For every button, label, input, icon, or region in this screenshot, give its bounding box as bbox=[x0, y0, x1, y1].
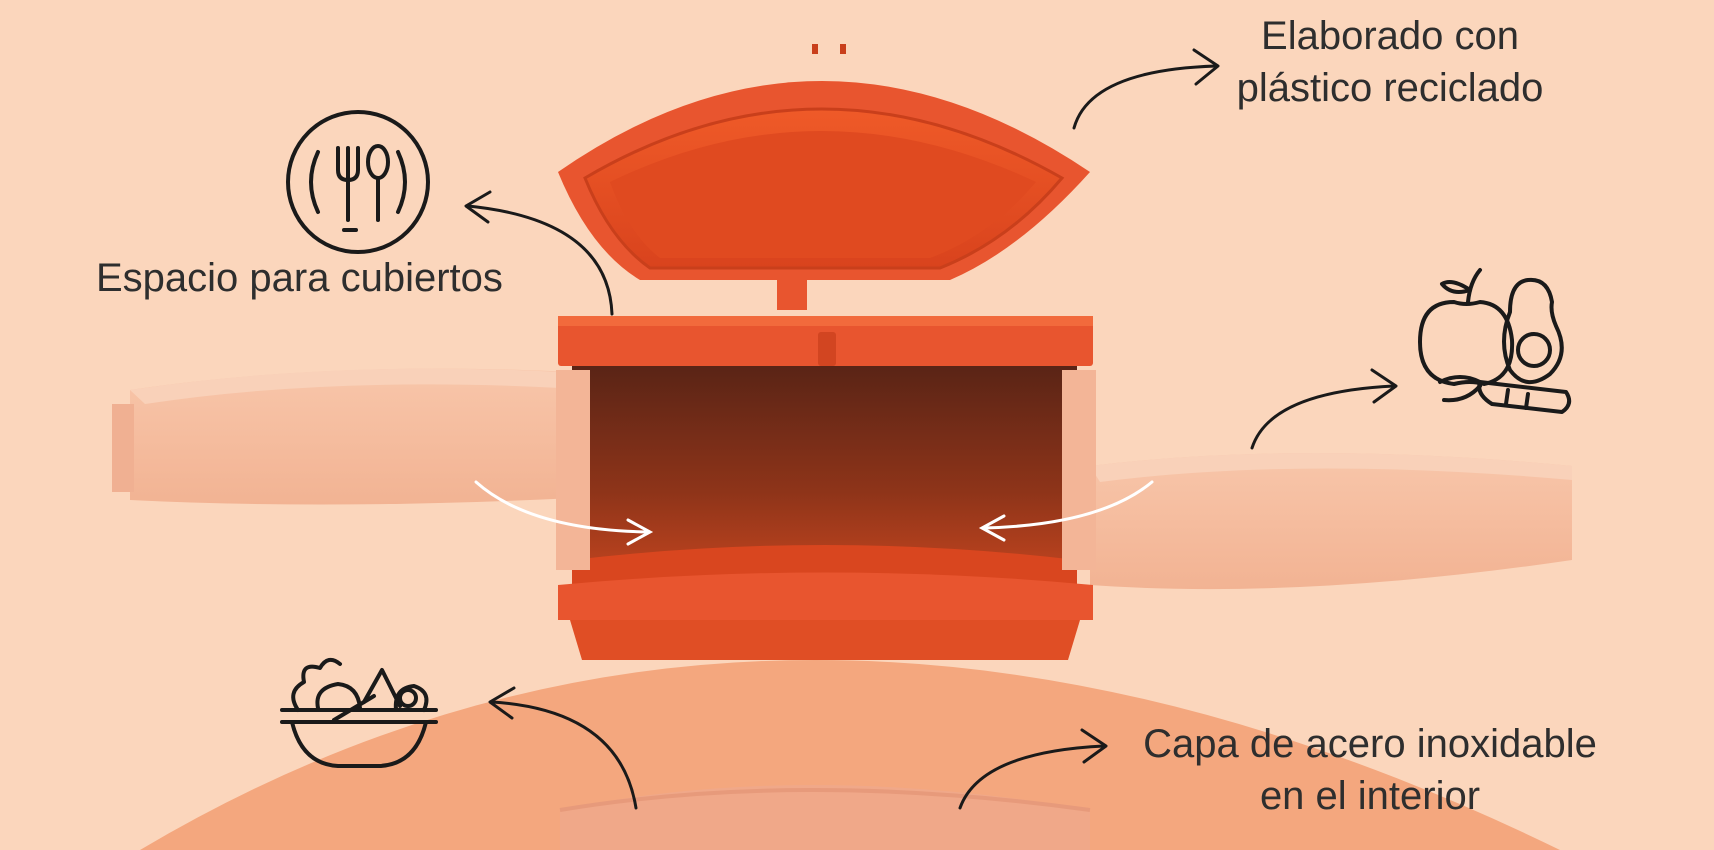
caption-steel-line2: en el interior bbox=[1259, 774, 1481, 818]
container-body bbox=[556, 316, 1096, 660]
steel-insert bbox=[560, 785, 1090, 850]
fruits-vegetables-icon bbox=[1410, 262, 1576, 427]
salad-bowl-icon bbox=[278, 648, 440, 775]
right-tray bbox=[1090, 453, 1572, 590]
caption-stainless-steel: Capa de acero inoxidable en el interior bbox=[1130, 718, 1610, 822]
background-hill bbox=[140, 660, 1560, 850]
fork-spoon-plate-icon bbox=[284, 108, 432, 261]
lid bbox=[558, 44, 1090, 310]
caption-recycled-line1: Elaborado con bbox=[1261, 14, 1519, 58]
caption-steel-line1: Capa de acero inoxidable bbox=[1143, 722, 1597, 766]
annotation-arrows bbox=[464, 48, 1398, 810]
caption-recycled-line2: plástico reciclado bbox=[1236, 66, 1544, 110]
caption-cutlery-space: Espacio para cubiertos bbox=[96, 252, 536, 304]
caption-cutlery-line1: Espacio para cubiertos bbox=[96, 256, 503, 300]
white-arrows bbox=[474, 480, 1154, 546]
caption-recycled-plastic: Elaborado con plástico reciclado bbox=[1190, 10, 1590, 114]
left-tray bbox=[112, 368, 575, 505]
